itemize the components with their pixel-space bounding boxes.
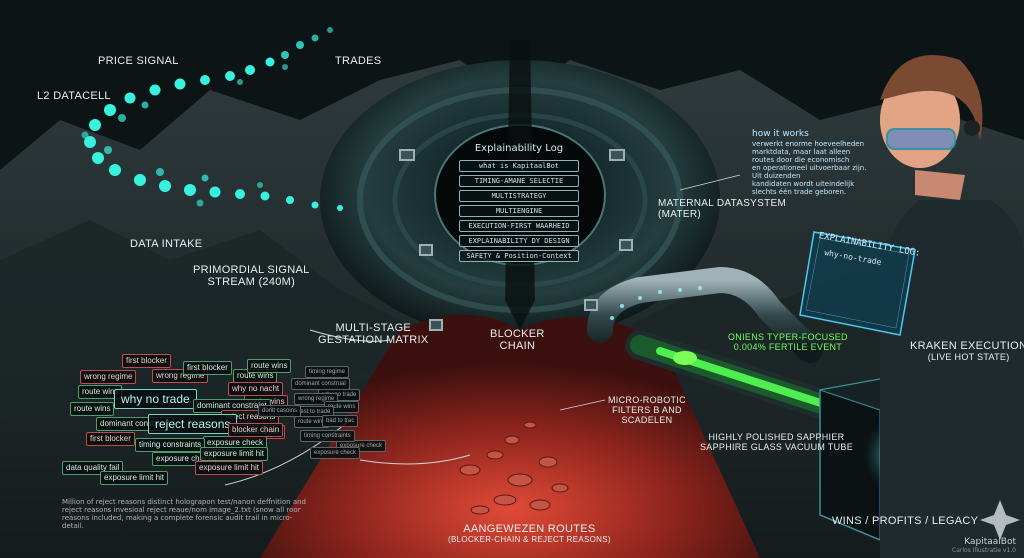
explainability-log-panel: Explainability Log what is KapitaalBot T… <box>455 143 583 265</box>
maternal-line-2: (MATER) <box>658 209 702 220</box>
primordial-line-1: PRIMORDIAL SIGNAL <box>193 264 310 276</box>
reject-reason-tag: dorilt casoins <box>258 405 302 417</box>
xlog-item: MULTIENGINE <box>459 205 579 217</box>
reject-reason-tag: reject reasons <box>148 414 238 434</box>
gestation-line-2: GESTATION MATRIX <box>318 334 429 346</box>
xlog-item: what is KapitaalBot <box>459 160 579 172</box>
kraken-line-1: KRAKEN EXECUTION <box>910 340 1024 352</box>
reject-reason-tag: why no nacht <box>228 382 284 396</box>
reject-reason-tag: route wins <box>70 402 115 416</box>
xlog-item: TIMING-AMANE SELECTIE <box>459 175 579 187</box>
how-line: kandidaten wordt uiteindelijk <box>752 180 855 188</box>
how-it-works-block: how it works verwerkt enorme hoeveelhede… <box>752 129 872 197</box>
brand-name: KapitaalBot <box>964 537 1016 547</box>
how-line: routes door die economisch <box>752 156 850 164</box>
l2-datacell-label: L2 DATACELL <box>37 90 111 102</box>
trades-label: TRADES <box>335 55 382 67</box>
blocker-line-1: BLOCKER <box>490 328 545 340</box>
xlog-item: EXECUTION-FIRST WAARHEID <box>459 220 579 232</box>
vacuum-tube-label: HIGHLY POLISHED SAPPHIER SAPPHIRE GLASS … <box>700 432 853 452</box>
xlog-item: SAFETY & Position-Context <box>459 250 579 262</box>
blocker-chain-label: BLOCKER CHAIN <box>490 328 545 352</box>
fertile-line-1: ONIENS TYPER-FOCUSED <box>728 332 848 342</box>
sapphire-line-1: HIGHLY POLISHED SAPPHIER <box>708 432 845 442</box>
brand-block: KapitaalBot Carlos Illustratie v1.0 <box>952 537 1016 554</box>
reject-reason-tag: route wins <box>247 359 292 373</box>
reject-reason-tag: exposure limit hit <box>100 471 169 485</box>
reject-reason-tag: bad to trac <box>322 415 359 427</box>
kraken-execution-label: KRAKEN EXECUTION (LIVE HOT STATE) <box>910 340 1024 362</box>
how-line: marktdata, maar laat alleen <box>752 148 851 156</box>
maternal-datasystem-label: MATERNAL DATASYSTEM (MATER) <box>658 198 786 220</box>
reject-reason-tag: first blocker <box>86 432 135 446</box>
wins-profits-label: WINS / PROFITS / LEGACY <box>832 515 979 527</box>
reject-reason-tag: exposure limit hit <box>195 461 264 475</box>
how-line: slechts één trade geboren. <box>752 188 847 196</box>
price-signal-label: PRICE SIGNAL <box>98 55 179 67</box>
brand-subtitle: Carlos Illustratie v1.0 <box>952 547 1016 554</box>
micro-robotic-label: MICRO-ROBOTIC FILTERS B AND SCADELEN <box>608 395 686 425</box>
reject-reason-tag: first blocker <box>122 354 171 368</box>
explainability-log-title: Explainability Log <box>474 143 564 154</box>
aangewezen-routes-label: AANGEWEZEN ROUTES (BLOCKER-CHAIN & REJEC… <box>448 523 611 544</box>
reject-reason-tag: first blocker <box>183 361 232 375</box>
kraken-line-2: (LIVE HOT STATE) <box>927 352 1010 362</box>
reject-reason-tag: timing constraints <box>300 430 355 442</box>
data-intake-label: DATA INTAKE <box>130 238 203 250</box>
routes-line-2: (BLOCKER-CHAIN & REJECT REASONS) <box>448 535 611 544</box>
primordial-line-2: STREAM (240M) <box>207 276 296 288</box>
blocker-line-2: CHAIN <box>499 340 536 352</box>
fertile-line-2: 0.004% FERTILE EVENT <box>733 342 843 352</box>
how-line: Uit duizenden <box>752 172 801 180</box>
how-it-works-heading: how it works <box>752 129 809 139</box>
reject-reason-tag: wrong regime <box>80 370 137 384</box>
micro-line-2: FILTERS B AND <box>612 405 682 415</box>
maternal-line-1: MATERNAL DATASYSTEM <box>658 198 787 209</box>
sapphire-line-2: SAPPHIRE GLASS VACUUM TUBE <box>700 442 854 452</box>
routes-line-1: AANGEWEZEN ROUTES <box>463 523 596 535</box>
reject-reason-tag: exposure check <box>310 447 361 459</box>
xlog-item: EXPLAINABILITY DY DESIGN <box>459 235 579 247</box>
micro-line-3: SCADELEN <box>621 415 673 425</box>
reject-reason-tag: timing constraints <box>135 438 206 452</box>
reject-reason-tag: why no trade <box>114 389 197 409</box>
fertile-event-label: ONIENS TYPER-FOCUSED 0.004% FERTILE EVEN… <box>728 332 848 352</box>
how-line: verwerkt enorme hoeveelheden <box>752 140 865 148</box>
primordial-signal-label: PRIMORDIAL SIGNAL STREAM (240M) <box>193 264 310 288</box>
reject-reason-tag: timing regime <box>305 366 350 378</box>
bottom-description: Million of reject reasons distinct holog… <box>62 498 306 530</box>
xlog-item: MULTISTRATEGY <box>459 190 579 202</box>
gestation-matrix-label: MULTI-STAGE GESTATION MATRIX <box>318 322 429 346</box>
gestation-line-1: MULTI-STAGE <box>335 322 412 334</box>
how-line: en operationeel uitvoerbaar zijn. <box>752 164 867 172</box>
micro-line-1: MICRO-ROBOTIC <box>608 395 686 405</box>
reject-reason-tag: blocker chain <box>228 423 284 437</box>
reject-reason-tag: exposure limit hit <box>200 447 269 461</box>
